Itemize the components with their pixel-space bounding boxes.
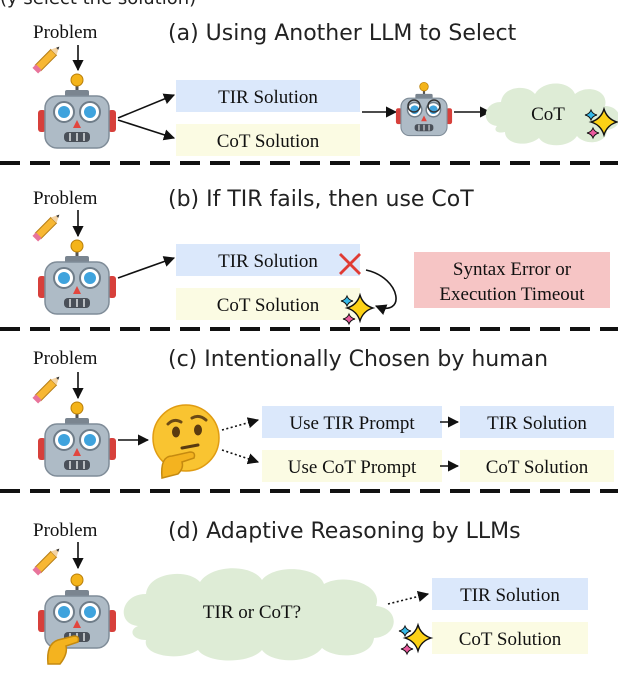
problem-label: Problem bbox=[33, 22, 98, 43]
cot-prompt-label: Use CoT Prompt bbox=[288, 457, 417, 478]
thinking-hand-icon bbox=[46, 635, 80, 665]
judge-robot-icon bbox=[394, 81, 454, 137]
tir-prompt-box bbox=[262, 406, 442, 438]
cot-solution-box bbox=[176, 124, 360, 156]
sparkle-icon bbox=[398, 624, 432, 655]
cot-solution-label: CoT Solution bbox=[217, 295, 320, 316]
problem-label: Problem bbox=[33, 348, 98, 369]
tir-solution-box bbox=[176, 244, 360, 276]
panel-c: Problem (c) Intentionally Chosen by huma… bbox=[31, 347, 614, 482]
cloud-label: TIR or CoT? bbox=[203, 602, 301, 623]
thinking-face-icon bbox=[151, 403, 221, 480]
panel-title: (c) Intentionally Chosen by human bbox=[168, 347, 548, 372]
header-fragment: (y select the solution) bbox=[0, 0, 196, 9]
pencil-icon bbox=[31, 43, 63, 75]
panel-title: (d) Adaptive Reasoning by LLMs bbox=[168, 519, 521, 544]
panel-a: Problem (a) Using Another LLM to Select … bbox=[31, 21, 618, 156]
cot-solution-box bbox=[460, 450, 614, 482]
robot-icon bbox=[36, 400, 118, 478]
result-label: CoT bbox=[531, 104, 565, 125]
cot-solution-label: CoT Solution bbox=[486, 457, 589, 478]
tir-solution-label: TIR Solution bbox=[487, 413, 587, 434]
error-box bbox=[414, 252, 610, 308]
tir-solution-box bbox=[460, 406, 614, 438]
robot-icon bbox=[36, 238, 118, 316]
tir-solution-label: TIR Solution bbox=[218, 87, 318, 108]
cot-solution-box bbox=[176, 288, 360, 320]
error-line-1: Syntax Error or bbox=[453, 259, 572, 280]
tir-solution-label: TIR Solution bbox=[218, 251, 318, 272]
tir-prompt-label: Use TIR Prompt bbox=[289, 413, 415, 434]
pencil-icon bbox=[31, 211, 63, 243]
panel-d: Problem (d) Adaptive Reasoning by LLMs T… bbox=[31, 519, 588, 665]
error-line-2: Execution Timeout bbox=[439, 284, 585, 305]
tir-solution-label: TIR Solution bbox=[460, 585, 560, 606]
problem-label: Problem bbox=[33, 520, 98, 541]
pencil-icon bbox=[31, 373, 63, 405]
panel-title: (b) If TIR fails, then use CoT bbox=[168, 187, 474, 212]
panel-b: Problem (b) If TIR fails, then use CoT T… bbox=[31, 187, 610, 325]
tir-solution-box bbox=[432, 578, 588, 610]
cot-solution-label: CoT Solution bbox=[217, 131, 320, 152]
cot-solution-label: CoT Solution bbox=[459, 629, 562, 650]
cot-solution-box bbox=[432, 622, 588, 654]
tir-solution-box bbox=[176, 80, 360, 112]
robot-icon bbox=[36, 72, 118, 150]
panel-title: (a) Using Another LLM to Select bbox=[168, 21, 517, 46]
problem-label: Problem bbox=[33, 188, 98, 209]
pencil-icon bbox=[31, 545, 63, 577]
cot-prompt-box bbox=[262, 450, 442, 482]
